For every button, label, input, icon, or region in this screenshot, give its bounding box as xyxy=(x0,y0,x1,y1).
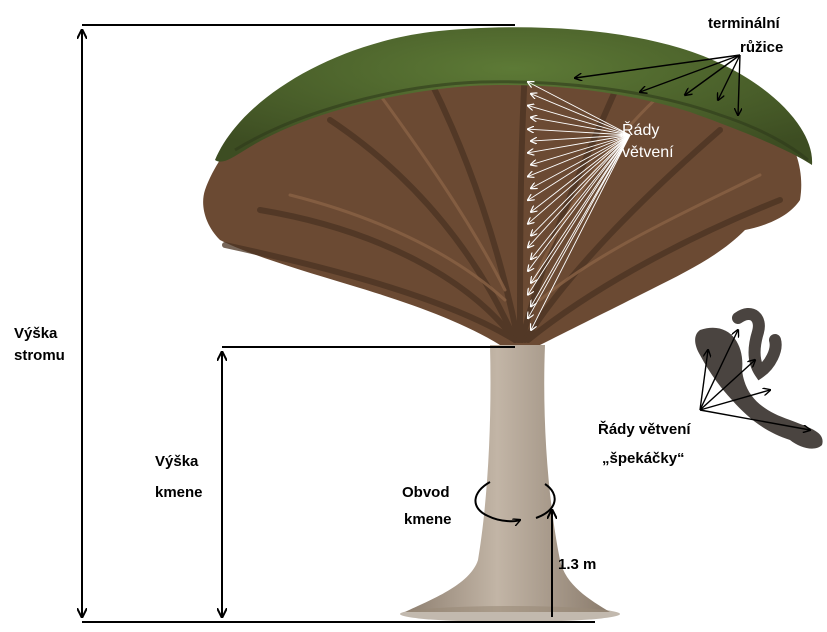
trunk-height-label-line1: Výška xyxy=(155,453,199,470)
trunk-girth-label-line2: kmene xyxy=(404,511,452,528)
branching-orders-line2: větvení xyxy=(622,144,674,161)
sausage-branching-label: Řády větvení „špekáčky“ xyxy=(598,420,691,467)
tree-height-label-line2: stromu xyxy=(14,347,65,364)
terminal-rosettes-line2: růžice xyxy=(740,39,783,56)
branching-orders-line1: Řády xyxy=(622,120,659,139)
trunk-girth-label: Obvod kmene xyxy=(402,484,452,528)
trunk-height-label-line2: kmene xyxy=(155,484,203,501)
sausage-branching-line2: „špekáčky“ xyxy=(602,450,685,467)
sausage-branching-line1: Řády větvení xyxy=(598,420,691,438)
trunk-height-label: Výška kmene xyxy=(155,453,203,501)
breast-height-label: 1.3 m xyxy=(558,556,596,573)
tree-illustration xyxy=(203,27,812,622)
tree-height-label: Výška stromu xyxy=(14,325,65,364)
terminal-rosettes-label: terminální růžice xyxy=(708,15,783,56)
terminal-rosettes-line1: terminální xyxy=(708,15,781,32)
tree-height-label-line1: Výška xyxy=(14,325,58,342)
trunk-girth-label-line1: Obvod xyxy=(402,484,450,501)
